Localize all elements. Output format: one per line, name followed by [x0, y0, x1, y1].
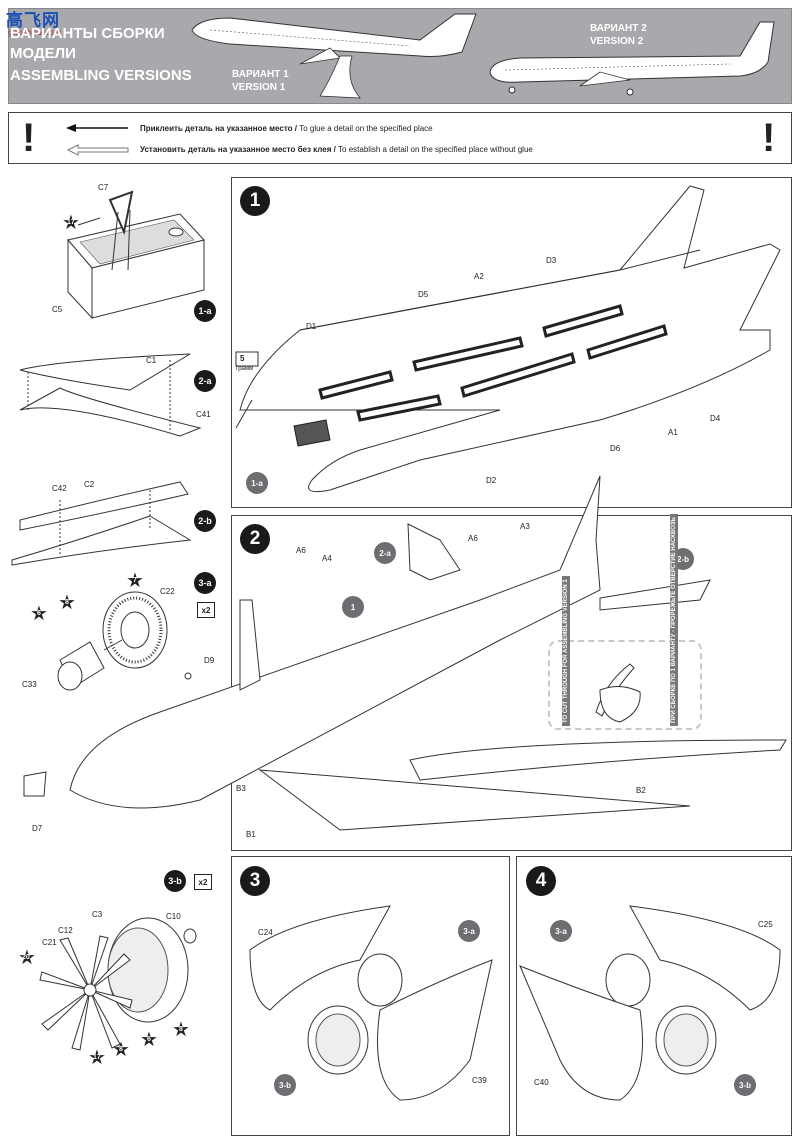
- badge-1-a-step1: 1-a: [246, 472, 268, 494]
- plane-version-1: [191, 13, 477, 99]
- legend-exclamation-right: !: [762, 116, 776, 160]
- step-2-number: 2: [240, 524, 270, 554]
- badge-3-b-step4: 3-b: [734, 1074, 756, 1096]
- header-title-ru-1: ВАРИАНТЫ СБОРКИ: [10, 25, 165, 42]
- star-8-icon-c: ★8: [112, 1039, 130, 1061]
- step-4-number: 4: [526, 866, 556, 896]
- knife-cutting-icon: [595, 663, 641, 723]
- part-label-b2: B2: [636, 786, 646, 795]
- header-banner: [8, 8, 792, 104]
- part-label-a3: A3: [520, 522, 530, 531]
- part-label-a6: A6: [296, 546, 306, 555]
- part-label-d2: D2: [486, 476, 497, 485]
- star-17-icon: ★17: [62, 212, 80, 234]
- badge-2-a: 2-a: [194, 370, 216, 392]
- star-6-icon-b: ★6: [140, 1029, 158, 1051]
- part-label-d7: D7: [32, 824, 43, 833]
- part-label-d5: D5: [418, 290, 429, 299]
- badge-1-a: 1-a: [194, 300, 216, 322]
- variant1-ru: ВАРИАНТ 1: [232, 69, 289, 80]
- badge-3-b: 3-b: [164, 870, 186, 892]
- step-1-number: 1: [240, 186, 270, 216]
- header-title-en: ASSEMBLING VERSIONS: [10, 67, 192, 84]
- plane-version-2: [489, 21, 775, 96]
- star-7-icon: ★7: [126, 570, 144, 592]
- part-label-d6: D6: [610, 444, 621, 453]
- variant1-en: VERSION 1: [232, 82, 286, 93]
- legend-box: [8, 112, 792, 164]
- star-20-icon: ★20: [18, 947, 36, 969]
- part-label-c40: C40: [534, 1078, 549, 1087]
- legend-exclamation-left: !: [22, 116, 36, 160]
- weight-value: 5: [240, 354, 245, 363]
- part-label-a6-b: A6: [468, 534, 478, 543]
- part-label-c21: C21: [42, 938, 57, 947]
- part-label-d3: D3: [546, 256, 557, 265]
- part-label-d4: D4: [710, 414, 721, 423]
- part-label-c39: C39: [472, 1076, 487, 1085]
- star-6-icon: ★6: [30, 603, 48, 625]
- part-label-c42: C42: [52, 484, 67, 493]
- quantity-x2: x2: [197, 602, 215, 618]
- badge-3-a-step4: 3-a: [550, 920, 572, 942]
- watermark-logo: 高飞网: [6, 11, 60, 31]
- part-label-b3: B3: [236, 784, 246, 793]
- part-label-a1: A1: [668, 428, 678, 437]
- legend-noglue-text: Установить деталь на указанное место без…: [140, 145, 533, 154]
- badge-1-step2: 1: [342, 596, 364, 618]
- part-label-c2: C2: [84, 480, 95, 489]
- variant2-ru: ВАРИАНТ 2: [590, 23, 647, 34]
- badge-3-a: 3-a: [194, 572, 216, 594]
- part-label-c24: C24: [258, 928, 273, 937]
- star-8-icon-b: ★8: [172, 1019, 190, 1041]
- step-3-number: 3: [240, 866, 270, 896]
- part-label-c33: C33: [22, 680, 37, 689]
- part-label-c10: C10: [166, 912, 181, 921]
- star-17-icon-b: ★17: [88, 1047, 106, 1069]
- part-label-c5: C5: [52, 305, 63, 314]
- part-label-d9: D9: [204, 656, 215, 665]
- badge-2-a-step2: 2-a: [374, 542, 396, 564]
- part-label-c12: C12: [58, 926, 73, 935]
- legend-glue-text: Приклеить деталь на указанное место / To…: [140, 124, 433, 133]
- header-title-ru-2: МОДЕЛИ: [10, 45, 76, 62]
- weight-unit: грамм: [236, 366, 254, 372]
- part-label-c25: C25: [758, 920, 773, 929]
- part-label-b1: B1: [246, 830, 256, 839]
- part-label-c22: C22: [160, 587, 175, 596]
- star-8-icon: ★8: [58, 592, 76, 614]
- variant2-en: VERSION 2: [590, 36, 644, 47]
- cut-through-note: TO CUT THROUGH FOR ASSEMBLING VERSION 1 …: [548, 514, 702, 730]
- part-label-a4: A4: [322, 554, 332, 563]
- legend-arrow-icons: [66, 124, 129, 156]
- badge-2-b: 2-b: [194, 510, 216, 532]
- badge-3-b-step3: 3-b: [274, 1074, 296, 1096]
- quantity-x2-b: x2: [194, 874, 212, 890]
- part-label-c41: C41: [196, 410, 211, 419]
- part-label-c1: C1: [146, 356, 157, 365]
- watermark-url: gaoshou.com: [8, 28, 62, 37]
- part-label-a2: A2: [474, 272, 484, 281]
- part-label-c3: C3: [92, 910, 103, 919]
- part-label-d1: D1: [306, 322, 317, 331]
- part-label-c7: C7: [98, 183, 109, 192]
- badge-3-a-step3: 3-a: [458, 920, 480, 942]
